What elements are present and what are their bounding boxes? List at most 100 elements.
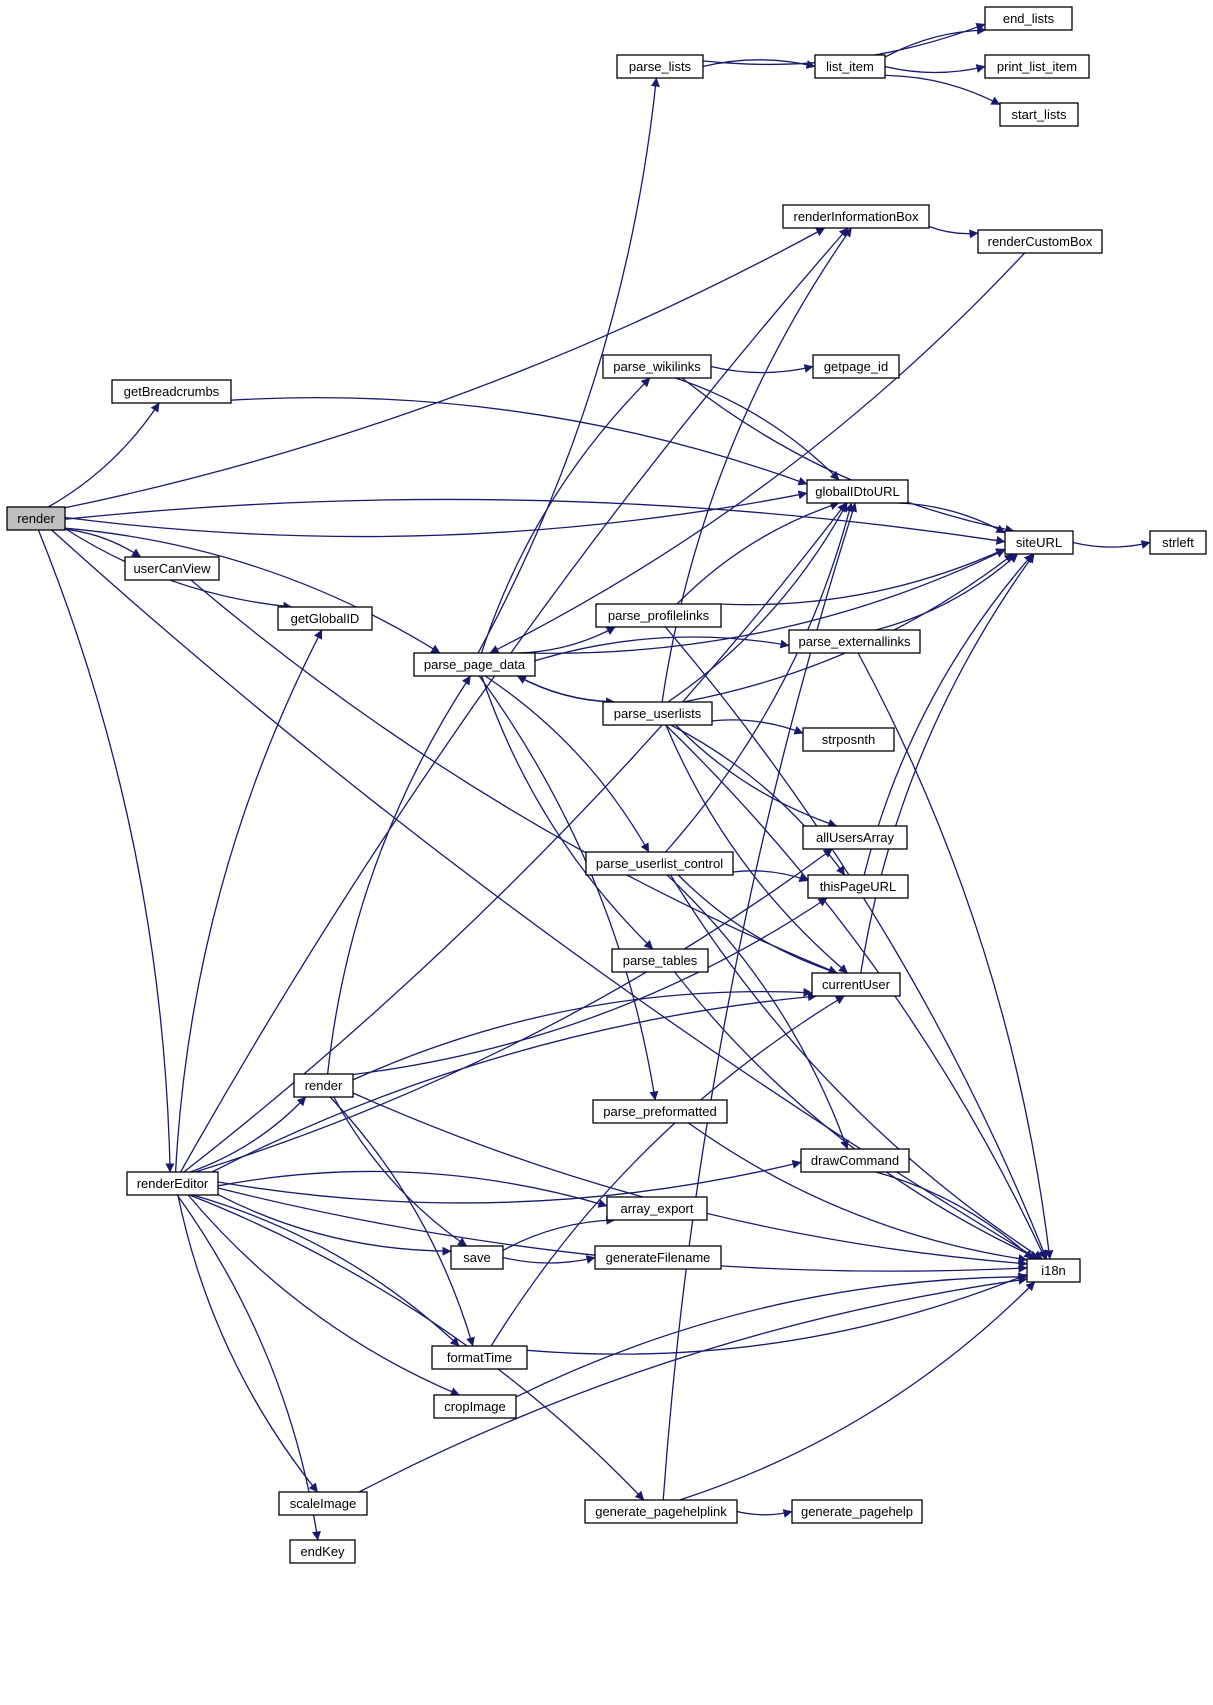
node-render2[interactable]: render <box>293 1073 354 1098</box>
node-box <box>807 874 909 899</box>
node-label: parse_page_data <box>424 657 526 672</box>
node-render-information-box[interactable]: renderInformationBox <box>782 204 930 229</box>
node-i18n[interactable]: i18n <box>1026 1258 1081 1283</box>
node-render-custom-box[interactable]: renderCustomBox <box>977 229 1103 254</box>
node-parse-userlist-control[interactable]: parse_userlist_control <box>585 851 734 876</box>
node-this-page-url[interactable]: thisPageURL <box>807 874 909 899</box>
node-render-main[interactable]: render <box>6 506 66 531</box>
node-format-time[interactable]: formatTime <box>431 1345 528 1370</box>
node-array-export[interactable]: array_export <box>606 1196 708 1221</box>
node-box <box>585 851 734 876</box>
node-parse-externallinks[interactable]: parse_externallinks <box>788 629 921 654</box>
edge-parse-userlists-to-global-idto-url <box>667 502 848 703</box>
node-print-list-item[interactable]: print_list_item <box>984 54 1090 79</box>
node-strleft[interactable]: strleft <box>1149 530 1207 555</box>
node-box <box>791 1499 923 1524</box>
node-parse-lists[interactable]: parse_lists <box>616 54 704 79</box>
node-parse-preformatted[interactable]: parse_preformatted <box>592 1099 728 1124</box>
node-render-editor[interactable]: renderEditor <box>126 1171 219 1196</box>
node-get-breadcrumbs[interactable]: getBreadcrumbs <box>111 379 232 404</box>
node-label: render <box>17 511 55 526</box>
edge-parse-profilelinks-to-i18n <box>664 626 1048 1260</box>
node-label: renderInformationBox <box>793 209 919 224</box>
node-label: parse_tables <box>623 953 698 968</box>
node-generate-pagehelplink[interactable]: generate_pagehelplink <box>584 1499 738 1524</box>
node-parse-profilelinks[interactable]: parse_profilelinks <box>595 603 722 628</box>
node-label: siteURL <box>1016 535 1062 550</box>
node-label: generate_pagehelp <box>801 1504 913 1519</box>
node-box <box>111 379 232 404</box>
node-box <box>999 102 1079 127</box>
edge-get-breadcrumbs-to-global-idto-url <box>230 397 808 486</box>
node-label: generateFilename <box>606 1250 711 1265</box>
node-box <box>592 1099 728 1124</box>
node-box <box>602 354 712 379</box>
node-box <box>6 506 66 531</box>
edge-global-idto-url-to-site-url <box>898 502 1006 534</box>
edge-parse-userlist-control-to-global-idto-url <box>665 502 854 853</box>
node-box <box>289 1539 356 1564</box>
node-box <box>1026 1258 1081 1283</box>
edge-render-custom-box-to-parse-page-data <box>489 252 1026 654</box>
edge-render-main-to-render-editor <box>37 529 175 1173</box>
node-box <box>124 556 220 581</box>
node-current-user[interactable]: currentUser <box>811 972 901 997</box>
edge-render2-to-current-user <box>352 987 813 1081</box>
node-get-global-id[interactable]: getGlobalID <box>277 606 373 631</box>
node-list-item[interactable]: list_item <box>814 54 886 79</box>
node-box <box>584 1499 738 1524</box>
edge-render-editor-to-save <box>217 1194 452 1256</box>
edge-crop-image-to-i18n <box>515 1272 1028 1398</box>
edge-render-main-to-get-breadcrumbs <box>47 402 160 508</box>
edge-render2-to-parse-page-data <box>326 675 471 1075</box>
node-label: parse_lists <box>629 59 692 74</box>
node-end-lists[interactable]: end_lists <box>984 6 1073 31</box>
node-label: thisPageURL <box>820 879 897 894</box>
node-box <box>606 1196 708 1221</box>
node-box <box>1149 530 1207 555</box>
node-label: endKey <box>300 1544 345 1559</box>
edge-generate-pagehelplink-to-i18n <box>679 1281 1036 1501</box>
node-parse-userlists[interactable]: parse_userlists <box>602 701 713 726</box>
edge-parse-externallinks-to-site-url <box>875 553 1019 631</box>
node-site-url[interactable]: siteURL <box>1004 530 1074 555</box>
edge-parse-userlists-to-site-url <box>683 553 1014 703</box>
node-save[interactable]: save <box>450 1245 504 1270</box>
node-getpage-id[interactable]: getpage_id <box>812 354 900 379</box>
edge-user-can-view-to-current-user <box>190 579 838 974</box>
node-label: array_export <box>621 1201 694 1216</box>
node-box <box>278 1491 368 1516</box>
node-start-lists[interactable]: start_lists <box>999 102 1079 127</box>
node-end-key[interactable]: endKey <box>289 1539 356 1564</box>
edge-render-editor-to-end-key <box>176 1194 321 1541</box>
node-box <box>802 727 895 752</box>
node-generate-filename[interactable]: generateFilename <box>594 1245 722 1270</box>
node-scale-image[interactable]: scaleImage <box>278 1491 368 1516</box>
node-label: strleft <box>1162 535 1194 550</box>
node-parse-wikilinks[interactable]: parse_wikilinks <box>602 354 712 379</box>
node-parse-page-data[interactable]: parse_page_data <box>413 652 536 677</box>
edge-list-item-to-start-lists <box>884 74 1001 106</box>
node-box <box>594 1245 722 1270</box>
node-crop-image[interactable]: cropImage <box>433 1394 517 1419</box>
node-box <box>802 825 908 850</box>
edge-parse-userlists-to-current-user <box>665 724 849 974</box>
node-user-can-view[interactable]: userCanView <box>124 556 220 581</box>
edge-render-editor-to-generate-pagehelplink <box>189 1194 645 1501</box>
edge-parse-userlists-to-parse-page-data <box>517 675 615 703</box>
edge-render-editor-to-draw-command <box>217 1159 802 1204</box>
node-box <box>1004 530 1074 555</box>
edge-parse-externallinks-to-i18n <box>857 652 1054 1260</box>
node-parse-tables[interactable]: parse_tables <box>611 948 709 973</box>
edge-parse-wikilinks-to-site-url <box>681 377 1015 534</box>
edge-render-editor-to-scale-image <box>177 1194 319 1493</box>
node-box <box>984 6 1073 31</box>
node-label: i18n <box>1041 1263 1066 1278</box>
edge-save-to-array-export <box>502 1215 616 1251</box>
node-generate-pagehelp[interactable]: generate_pagehelp <box>791 1499 923 1524</box>
node-draw-command[interactable]: drawCommand <box>800 1148 910 1173</box>
node-all-users-array[interactable]: allUsersArray <box>802 825 908 850</box>
node-label: drawCommand <box>811 1153 899 1168</box>
node-strposnth[interactable]: strposnth <box>802 727 895 752</box>
node-global-idto-url[interactable]: globalIDtoURL <box>806 479 909 504</box>
